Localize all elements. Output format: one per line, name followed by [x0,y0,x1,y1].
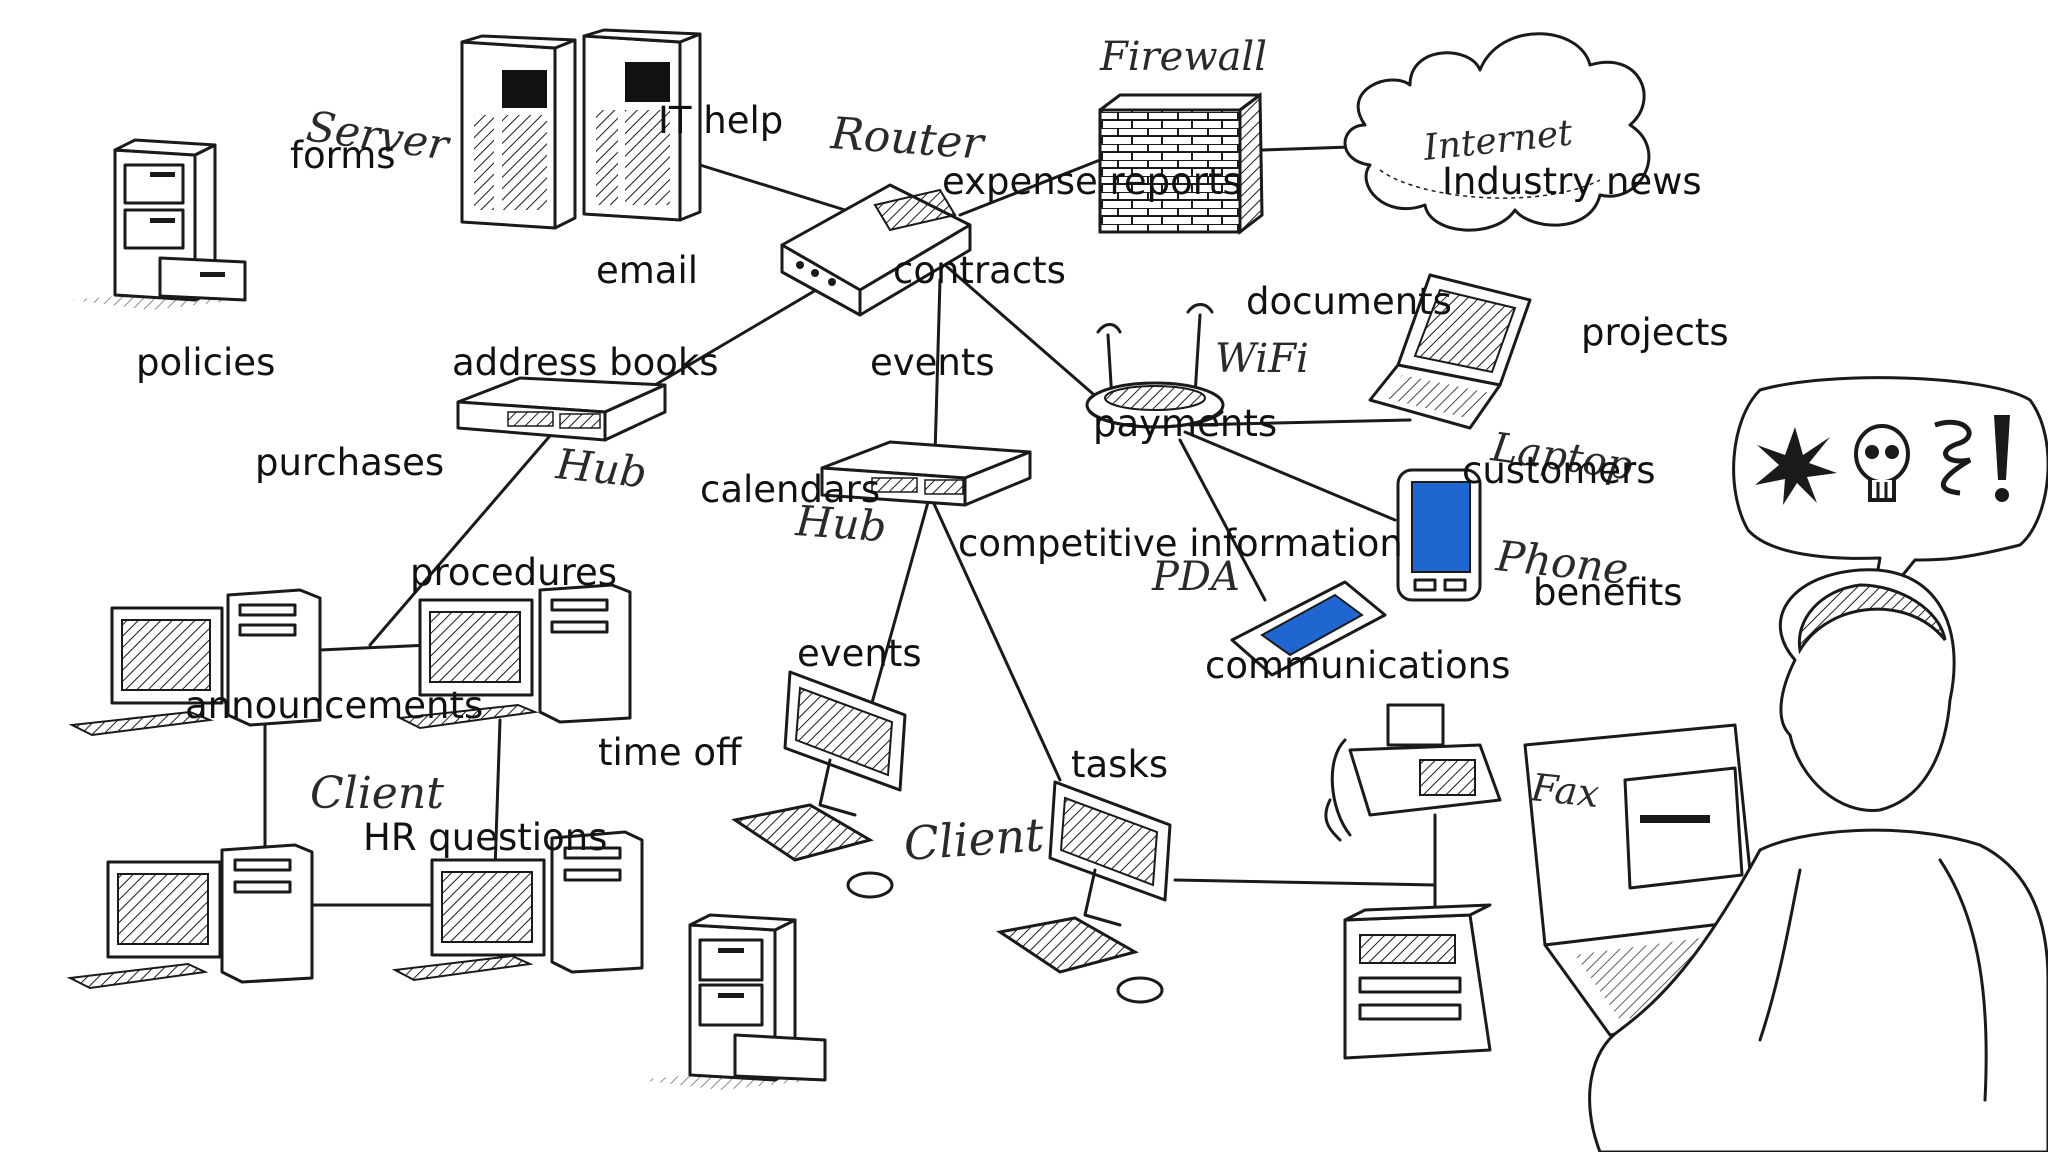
person-at-laptop [1523,568,2048,1152]
wifi-router [1085,303,1225,429]
topic-address-books: address books [452,341,719,384]
router-device [780,183,972,317]
internet-cloud [1343,32,1651,232]
label-firewall: Firewall [1099,34,1267,80]
server-tower-right [582,28,702,222]
swirl-icon [1934,419,1972,496]
label-client-left: Client [310,768,444,819]
topic-competitive-information: competitive information [958,522,1403,565]
speech-bubble [1732,376,2048,617]
server-tower-left [460,34,577,230]
topic-customers: customers [1462,449,1656,492]
topic-expense-reports: expense reports [942,160,1242,203]
topic-events-top: events [870,341,995,384]
topic-projects: projects [1581,311,1729,354]
firewall-wall [1098,92,1264,236]
topic-procedures: procedures [410,551,617,594]
topic-purchases: purchases [255,441,444,484]
topic-hr-questions: HR questions [363,816,607,859]
topic-calendars: calendars [700,468,880,511]
topic-policies: policies [136,341,275,384]
client-center-left [731,670,907,899]
topic-industry-news: Industry news [1442,160,1702,203]
topic-contracts: contracts [893,249,1066,292]
connection-lines [263,145,1437,917]
topic-payments: payments [1093,402,1277,445]
laptop-device [1368,273,1532,430]
topic-tasks: tasks [1071,743,1168,786]
exclamation-icon [1994,415,2010,502]
label-router: Router [828,108,988,170]
topic-forms: forms [290,134,396,177]
topic-benefits: benefits [1533,571,1683,614]
client-left-bottom-right [391,830,644,982]
topic-email: email [596,249,698,292]
topic-time-off: time off [598,731,743,774]
file-cabinet-bottom-center [640,913,827,1090]
client-left-top-left [68,588,322,737]
topic-announcements: announcements [185,684,483,727]
topic-it-help: IT help [658,99,783,142]
topic-communications: communications [1205,644,1510,687]
label-client-center: Client [902,807,1046,871]
hub-center-device [820,440,1032,507]
label-fax: Fax [1528,765,1601,816]
phone-device [1396,468,1482,602]
fax-machine [1324,703,1502,842]
topic-labels: forms IT help expense reports Industry n… [136,99,1729,859]
splat-icon [1755,427,1837,505]
label-hub-left: Hub [553,439,649,497]
hub-left-device [456,376,667,442]
client-left-bottom-left [66,843,314,990]
topic-documents: documents [1246,280,1452,323]
label-wifi: WiFi [1215,336,1309,382]
pda-device [1230,580,1387,677]
skull-icon [1854,424,1910,502]
client-center-right [996,780,1172,1004]
file-cabinet-top-left [72,138,247,310]
client-left-top-right [396,583,632,730]
printer-device [1343,903,1492,1060]
label-hub-center: Hub [793,496,888,551]
topic-events-mid: events [797,632,922,675]
label-pda: PDA [1151,554,1240,600]
